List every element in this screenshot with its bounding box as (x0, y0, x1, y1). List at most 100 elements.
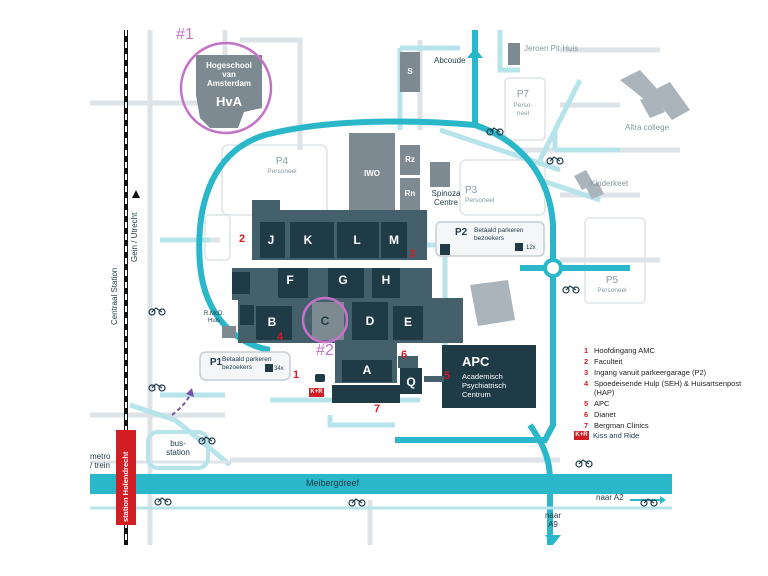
wheelchair-icon-p1 (265, 364, 273, 372)
annotation-circle-1 (179, 41, 273, 135)
p4-code: P4 (275, 156, 289, 167)
car-icon (315, 374, 325, 382)
building-q: Q (406, 375, 416, 389)
legend-kr-badge (574, 431, 589, 440)
building-rz: Rz (405, 155, 415, 164)
naar-a9-label-line2: A9 (548, 520, 558, 529)
hva-label-line2: van (222, 70, 236, 79)
building-j: J (267, 233, 275, 247)
p3-sub: Personeel (465, 197, 495, 204)
p1-line2: bezoekers (222, 364, 252, 371)
centraal-station-label: Centraal Station (110, 267, 119, 325)
building-d: D (365, 314, 375, 328)
building-iwo: IWO (364, 169, 380, 178)
arrow-up-abcoude-icon (467, 48, 483, 58)
p2-line1: Betaald parkeren (474, 227, 524, 234)
p7-code: P7 (516, 89, 530, 100)
arrow-up-gein-icon (132, 190, 140, 198)
legend-kr-badge-label: K+R (575, 432, 588, 438)
apc-line1: Academisch (462, 372, 503, 381)
rn-building (400, 178, 420, 210)
building-a: A (362, 363, 372, 377)
p2-elevator-icon (440, 244, 450, 255)
kinderkeet-label: Kinderkeet (590, 179, 629, 188)
station-holendrecht-marker (116, 430, 136, 525)
meibergdreef-road (90, 474, 672, 494)
p2-code: P2 (455, 227, 468, 238)
annotation-circle-2 (301, 296, 349, 344)
jeroen-pit-huis-building (508, 43, 520, 65)
building-b: B (267, 315, 277, 329)
bicycle-icons (148, 127, 658, 507)
bus-station-label-line2: station (166, 448, 190, 457)
walking-route (171, 394, 191, 416)
building-h: H (381, 273, 391, 287)
kinderkeet-building (574, 170, 604, 199)
apc-building (442, 345, 536, 408)
arrow-down-a9-icon (545, 535, 561, 545)
hva-building (196, 55, 262, 128)
hva-label-line3: Amsterdam (206, 79, 251, 88)
naar-a2-label: naar A2 (596, 493, 624, 502)
iwo-building (349, 133, 395, 215)
hva-abbr: HvA (215, 94, 242, 109)
apc-abbr: APC (462, 354, 490, 369)
altra-college-building (620, 70, 690, 120)
p4-sub: Personeel (267, 168, 297, 175)
kr-badge-label: K+R (310, 389, 323, 395)
p1-code: P1 (209, 357, 223, 368)
gein-utrecht-label: Gein / Utrecht (130, 212, 139, 262)
bus-station (146, 430, 210, 470)
roundabout (543, 258, 563, 278)
building-e: E (403, 315, 412, 329)
rmcd-huis-building (222, 326, 236, 338)
p5-sub: Personeel (597, 287, 627, 294)
entrance-2: 2 (238, 233, 246, 245)
metro-label-line1: metro (90, 452, 111, 461)
building-k: K (303, 233, 313, 247)
p7-sub2: neel (516, 110, 530, 117)
building-f: F (286, 273, 294, 287)
rmcd-label-line2: Huis (207, 318, 220, 324)
building-l: L (353, 233, 361, 247)
p1-accessible-count: 34x (274, 366, 284, 372)
apc-line2: Psychiatrisch (462, 381, 507, 390)
spinoza-label-line2: Centre (433, 198, 458, 207)
p1-line1: Betaald parkeren (222, 356, 272, 363)
building-rn: Rn (404, 189, 416, 198)
hospital-complex (232, 200, 463, 403)
p5-code: P5 (605, 275, 619, 286)
apc-line3: Centrum (462, 390, 491, 399)
entrance-4: 4 (276, 331, 284, 343)
metro-label-line2: / trein (90, 461, 111, 470)
entrance-7: 7 (373, 403, 381, 415)
rmcd-label-line1: R.McD. (204, 311, 224, 317)
rz-building (400, 145, 420, 175)
s-building (400, 52, 420, 92)
jeroen-pit-label: Jeroen Pit Huis (524, 44, 579, 53)
altra-college-label: Altra college (625, 123, 670, 132)
entrance-6: 6 (400, 349, 408, 361)
entrance-1: 1 (292, 369, 300, 381)
entrance-3: 3 (408, 248, 416, 260)
abcoude-label: Abcoude (434, 56, 466, 65)
spinoza-building (430, 162, 450, 187)
spinoza-label-line1: Spinoza (431, 189, 461, 198)
building-c: C (320, 314, 330, 328)
annotation-marker-2: #2 (316, 342, 334, 359)
hva-label-line1: Hogeschool (206, 61, 252, 70)
station-holendrecht-label: station Holendrecht (121, 451, 130, 522)
building-s: S (407, 67, 413, 76)
parking-fields (204, 77, 646, 304)
p1-box (199, 351, 291, 381)
meibergdreef-label: Meibergdreef (306, 478, 360, 488)
legend-kr-text: Kiss and Ride (593, 431, 640, 440)
